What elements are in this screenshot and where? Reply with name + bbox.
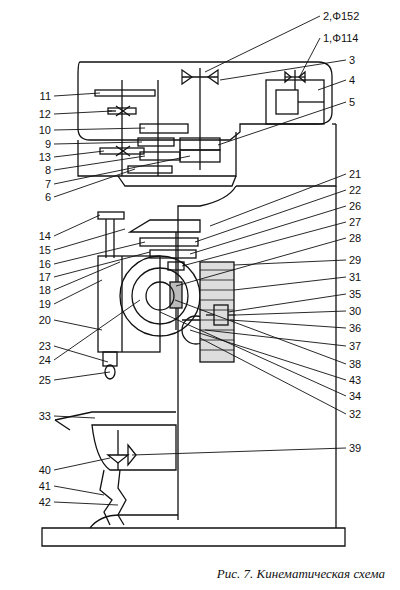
leader-line: [182, 222, 346, 266]
leader-line: [54, 280, 102, 304]
callout-number: 23: [38, 340, 52, 352]
leader-line: [54, 252, 150, 277]
leader-line: [54, 458, 110, 470]
callout-number: 32: [348, 408, 362, 420]
callout-number: 12: [38, 108, 52, 120]
callout-number: 24: [38, 354, 52, 366]
leader-line: [54, 300, 140, 360]
figure-caption: Рис. 7. Кинематическая схема: [217, 566, 385, 582]
callout-number: 43: [348, 374, 362, 386]
leader-line: [54, 262, 120, 290]
callout-number: 15: [38, 244, 52, 256]
leader-line: [218, 102, 346, 145]
callout-number: 6: [44, 191, 52, 203]
callout-number: 41: [38, 480, 52, 492]
leader-line: [200, 338, 346, 414]
leader-line: [54, 128, 145, 130]
callout-number: 30: [348, 305, 362, 317]
leader-line: [54, 320, 102, 330]
callout-number: 31: [348, 271, 362, 283]
callout-number: 22: [348, 184, 362, 196]
leader-line: [210, 174, 346, 226]
callout-number: 42: [38, 496, 52, 508]
callout-number: 16: [38, 258, 52, 270]
leader-line: [54, 111, 112, 114]
callout-number: 28: [348, 232, 362, 244]
callout-number: 27: [348, 216, 362, 228]
leader-line: [318, 80, 346, 90]
leader-line: [190, 330, 346, 380]
leader-line: [175, 300, 346, 364]
callout-number: 33: [38, 410, 52, 422]
leader-line: [54, 156, 190, 184]
leader-line: [54, 486, 104, 495]
leader-line: [234, 260, 346, 265]
leader-line: [54, 242, 145, 264]
callout-number: 21: [348, 168, 362, 180]
leader-line: [190, 206, 346, 254]
callout-number: 34: [348, 390, 362, 402]
callout-number: 3: [348, 54, 356, 66]
callout-number: 39: [348, 442, 362, 454]
leader-line: [54, 169, 135, 197]
callout-number: 13: [38, 151, 52, 163]
callout-number: 4: [348, 74, 356, 86]
leader-line: [205, 16, 320, 72]
callout-number: 7: [44, 178, 52, 190]
callout-number: 25: [38, 374, 52, 386]
callout-number: 1,Φ114: [322, 32, 360, 44]
callout-number: 14: [38, 230, 52, 242]
leader-line: [236, 311, 346, 315]
callout-number: 17: [38, 271, 52, 283]
leader-line: [228, 294, 346, 312]
leader-line: [234, 277, 346, 290]
leader-line: [220, 60, 346, 80]
callout-number: 38: [348, 358, 362, 370]
callout-number: 26: [348, 200, 362, 212]
callout-number: 29: [348, 254, 362, 266]
leader-line: [54, 416, 95, 418]
leader-line: [300, 38, 320, 76]
leader-line: [54, 502, 118, 505]
leader-line: [54, 142, 142, 144]
callout-number: 11: [39, 90, 52, 102]
callout-number: 20: [38, 314, 52, 326]
leader-line: [54, 93, 100, 96]
callout-number: 40: [38, 464, 52, 476]
leader-line: [54, 229, 125, 250]
leader-line: [54, 215, 100, 236]
leader-line: [176, 238, 346, 286]
callout-number: 8: [44, 164, 52, 176]
callout-number: 36: [348, 322, 362, 334]
callout-number: 19: [38, 298, 52, 310]
callout-number: 2,Φ152: [322, 10, 360, 22]
leader-line: [132, 448, 346, 455]
leader-line: [160, 312, 346, 396]
leader-line: [195, 190, 346, 242]
callout-number: 9: [44, 138, 52, 150]
callout-number: 35: [348, 288, 362, 300]
callout-number: 18: [38, 284, 52, 296]
leader-line: [54, 372, 110, 380]
leader-line: [54, 151, 104, 157]
callout-number: 37: [348, 340, 362, 352]
callout-number: 10: [38, 124, 52, 136]
callout-number: 5: [348, 96, 356, 108]
